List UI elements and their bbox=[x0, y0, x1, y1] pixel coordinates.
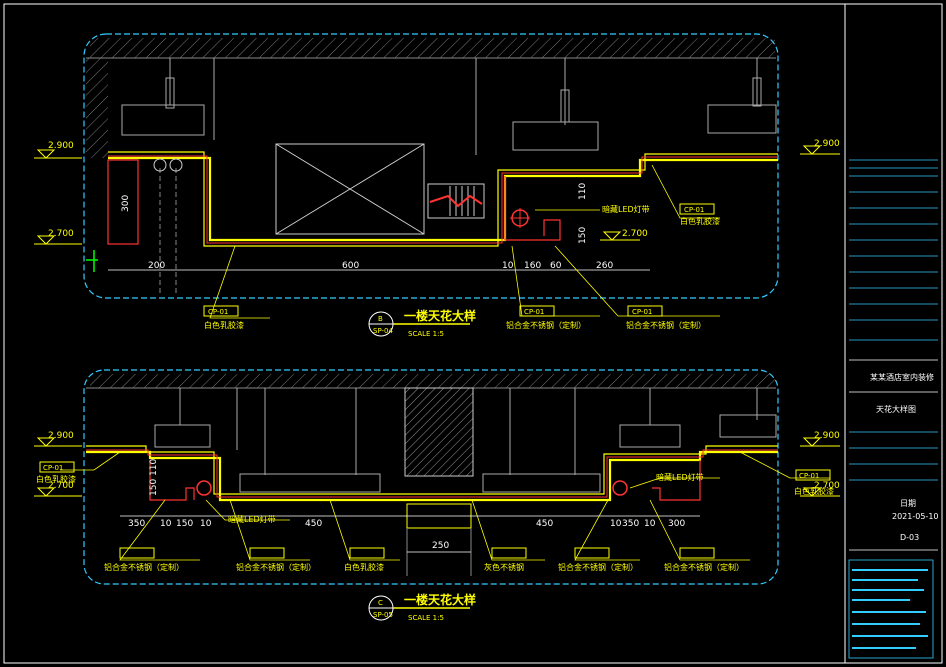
bottom-note-white-right: 白色乳胶漆 bbox=[794, 486, 834, 496]
top-slab bbox=[90, 38, 775, 58]
top-note-steel-2: 铝合金不锈钢（定制） bbox=[626, 320, 706, 330]
top-section-scale: SCALE 1:5 bbox=[408, 330, 444, 338]
sheet-frame bbox=[3, 3, 943, 664]
top-dim-260: 260 bbox=[596, 261, 613, 271]
bottom-level-right-low: 2.700 bbox=[814, 481, 840, 491]
bottom-level-left-high: 2.900 bbox=[48, 431, 74, 441]
top-dim-60: 60 bbox=[550, 261, 562, 271]
top-note-steel-1: 铝合金不锈钢（定制） bbox=[506, 320, 586, 330]
top-ceiling-profile bbox=[108, 156, 778, 242]
top-note-white-2: 白色乳胶漆 bbox=[680, 216, 720, 226]
bottom-note-white-left: 白色乳胶漆 bbox=[36, 474, 76, 484]
bottom-note-lamp-right: 暗藏LED灯带 bbox=[656, 472, 704, 482]
bottom-note-2: 铝合金不锈钢（定制） bbox=[236, 562, 316, 572]
top-dim-v110: 110 bbox=[578, 183, 588, 200]
top-dim-v150: 150 bbox=[578, 227, 588, 244]
bottom-dim-v150: 150 bbox=[149, 479, 159, 496]
title-block-date-label: 日期 bbox=[900, 499, 916, 508]
title-block-notes-area bbox=[848, 559, 934, 659]
bottom-note-5: 铝合金不锈钢（定制） bbox=[558, 562, 638, 572]
bottom-dim-v110: 110 bbox=[149, 459, 159, 476]
bottom-dim-10b: 10 bbox=[200, 519, 212, 529]
bottom-dim-450b: 450 bbox=[536, 519, 553, 529]
top-dim-v300: 300 bbox=[121, 195, 131, 212]
bottom-dim-10c: 10 bbox=[610, 519, 622, 529]
bottom-dim-300: 300 bbox=[668, 519, 685, 529]
top-dim-10: 10 bbox=[502, 261, 514, 271]
bottom-section-scale: SCALE 1:5 bbox=[408, 614, 444, 622]
bottom-note-3: 白色乳胶漆 bbox=[344, 562, 384, 572]
bottom-tag-right: CP-01 bbox=[799, 472, 819, 480]
bottom-note-6: 铝合金不锈钢（定制） bbox=[664, 562, 744, 572]
structural-column bbox=[404, 387, 474, 477]
bottom-sprinkler-left bbox=[196, 480, 212, 496]
bottom-dim-450a: 450 bbox=[305, 519, 322, 529]
bottom-dim-10d: 10 bbox=[644, 519, 656, 529]
bottom-title-sheet: SP-05 bbox=[373, 611, 393, 619]
bottom-title-letter: C bbox=[378, 599, 383, 607]
top-tag-3: CP-01 bbox=[632, 308, 652, 316]
bottom-cloud-boundary bbox=[83, 369, 779, 585]
top-level-right-high: 2.900 bbox=[814, 139, 840, 149]
title-block-drawing: 天花大样图 bbox=[876, 404, 916, 414]
top-note-lamp: 暗藏LED灯带 bbox=[602, 204, 650, 214]
bottom-note-4: 灰色不锈钢 bbox=[484, 562, 524, 572]
top-title-letter: B bbox=[378, 315, 383, 323]
top-level-left-low: 2.700 bbox=[48, 229, 74, 239]
bottom-sprinkler-right bbox=[612, 480, 628, 496]
top-dim-200: 200 bbox=[148, 261, 165, 271]
title-block-number: D-03 bbox=[900, 533, 919, 542]
bottom-level-left-low: 2.700 bbox=[48, 481, 74, 491]
top-tag-1: CP-01 bbox=[208, 308, 228, 316]
bottom-dim-250: 250 bbox=[432, 541, 449, 551]
bottom-dim-350b: 350 bbox=[622, 519, 639, 529]
bottom-level-right-high: 2.900 bbox=[814, 431, 840, 441]
top-dim-600: 600 bbox=[342, 261, 359, 271]
top-section-detail: 200 600 10 160 60 260 300 110 150 2.900 … bbox=[34, 33, 840, 338]
bottom-section-detail: 350 10 150 10 450 450 10 350 10 300 250 … bbox=[34, 369, 840, 622]
title-block-project: 某某酒店室内装修 bbox=[870, 372, 934, 382]
top-level-left-high: 2.900 bbox=[48, 141, 74, 151]
bottom-tag-left: CP-01 bbox=[43, 464, 63, 472]
top-tag-4: CP-01 bbox=[684, 206, 704, 214]
bottom-note-1: 铝合金不锈钢（定制） bbox=[104, 562, 184, 572]
title-block-date: 2021-05-10 bbox=[892, 512, 939, 521]
top-cloud-boundary bbox=[83, 33, 779, 299]
bottom-section-title: 一楼天花大样 bbox=[404, 592, 476, 607]
bottom-note-lamp-left: 暗藏LED灯带 bbox=[228, 514, 276, 524]
top-level-right-low: 2.700 bbox=[622, 229, 648, 239]
top-title-sheet: SP-04 bbox=[373, 327, 393, 335]
bottom-slab bbox=[90, 374, 775, 388]
top-left-wall bbox=[86, 58, 108, 158]
top-tag-2: CP-01 bbox=[524, 308, 544, 316]
top-dim-160: 160 bbox=[524, 261, 541, 271]
bottom-dim-150a: 150 bbox=[176, 519, 193, 529]
bottom-dim-10a: 10 bbox=[160, 519, 172, 529]
bottom-dim-350: 350 bbox=[128, 519, 145, 529]
title-block: 某某酒店室内装修 天花大样图 日期 2021-05-10 D-03 bbox=[848, 159, 939, 659]
top-section-title: 一楼天花大样 bbox=[404, 308, 476, 323]
air-conditioner-unit bbox=[275, 143, 425, 235]
top-note-white: 白色乳胶漆 bbox=[204, 320, 244, 330]
